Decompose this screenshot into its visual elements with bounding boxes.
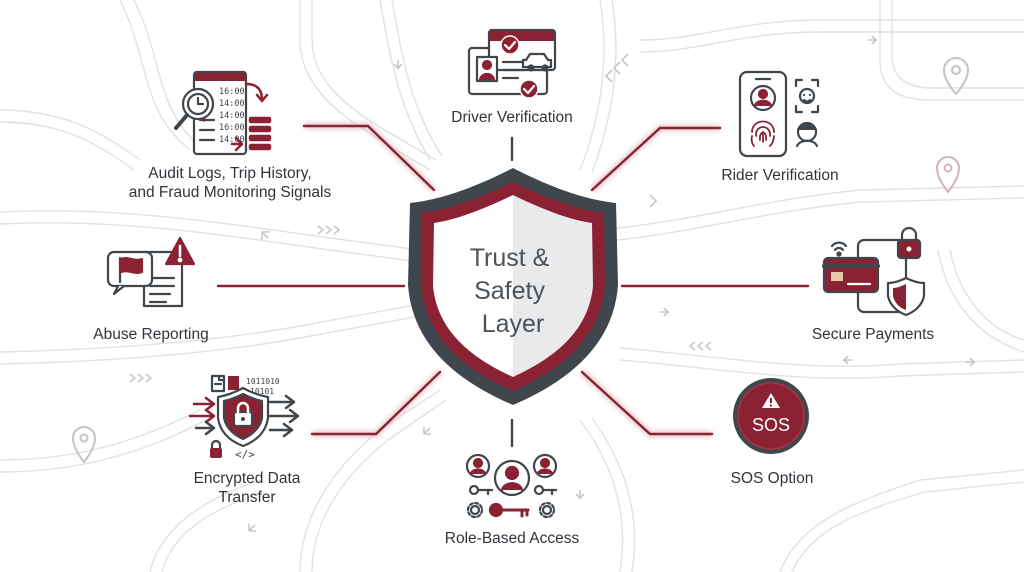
user-face-icon: [795, 121, 819, 148]
label-driver-verification: Driver Verification: [412, 108, 612, 127]
id-card-car-icon: [467, 28, 557, 99]
label-role-based-access: Role-Based Access: [412, 529, 612, 548]
code-tag-text: </>: [235, 448, 255, 461]
center-title: Trust & Safety Layer: [470, 244, 557, 338]
label-line: Driver Verification: [451, 109, 573, 126]
center-title-line: Layer: [482, 310, 545, 338]
label-audit-logs: Audit Logs, Trip History, and Fraud Moni…: [95, 164, 365, 202]
map-pins: [71, 57, 970, 464]
log-time: 16:00: [219, 87, 245, 97]
label-rider-verification: Rider Verification: [680, 166, 880, 185]
flag-document-icon: [106, 236, 196, 308]
map-pin-icon: [71, 426, 97, 464]
label-secure-payments: Secure Payments: [773, 325, 973, 344]
connector-lines: [216, 122, 810, 448]
label-line: Audit Logs, Trip History,: [148, 165, 312, 182]
face-scan-icon: [794, 78, 820, 114]
log-time: 14:00: [219, 111, 245, 121]
card-shield-lock-icon: [822, 226, 926, 317]
map-pin-icon: [942, 57, 970, 96]
phone-fingerprint-icon: [738, 70, 820, 158]
gear-icon: [466, 501, 484, 519]
label-line: Encrypted Data: [193, 470, 301, 487]
label-line: Rider Verification: [721, 167, 839, 184]
log-magnifier-icon: 16:00 14:00 14:00 16:00 14:00: [174, 70, 273, 156]
label-line: SOS Option: [730, 470, 814, 487]
label-encrypted-data-transfer: Encrypted Data Transfer: [147, 469, 347, 507]
center-title-line: Safety: [474, 277, 545, 305]
label-sos-option: SOS Option: [672, 469, 872, 488]
sos-text: SOS: [752, 415, 790, 435]
log-time: 14:00: [219, 99, 245, 109]
label-line: Secure Payments: [811, 326, 935, 343]
gear-icon: [538, 501, 556, 519]
connector-audit: [302, 122, 437, 193]
users-keys-icon: [465, 453, 558, 519]
trust-safety-shield: Trust & Safety Layer: [408, 168, 618, 405]
log-time: 16:00: [219, 123, 245, 133]
label-line: Transfer: [218, 489, 276, 506]
label-line: Role-Based Access: [444, 530, 580, 547]
label-line: and Fraud Monitoring Signals: [128, 184, 332, 201]
center-title-line: Trust &: [470, 244, 550, 272]
connector-encrypted: [310, 369, 443, 438]
label-abuse-reporting: Abuse Reporting: [51, 325, 251, 344]
log-time: 14:00: [219, 135, 245, 145]
binary-text: 10101: [250, 387, 274, 396]
connector-rider: [589, 124, 722, 193]
shield-lock-binary-icon: 1011010 10101 </>: [188, 374, 300, 461]
sos-button-icon: SOS: [733, 378, 809, 454]
map-pin-icon: [935, 156, 961, 194]
label-line: Abuse Reporting: [93, 326, 209, 343]
connector-sos: [579, 369, 714, 438]
binary-text: 1011010: [246, 377, 280, 386]
